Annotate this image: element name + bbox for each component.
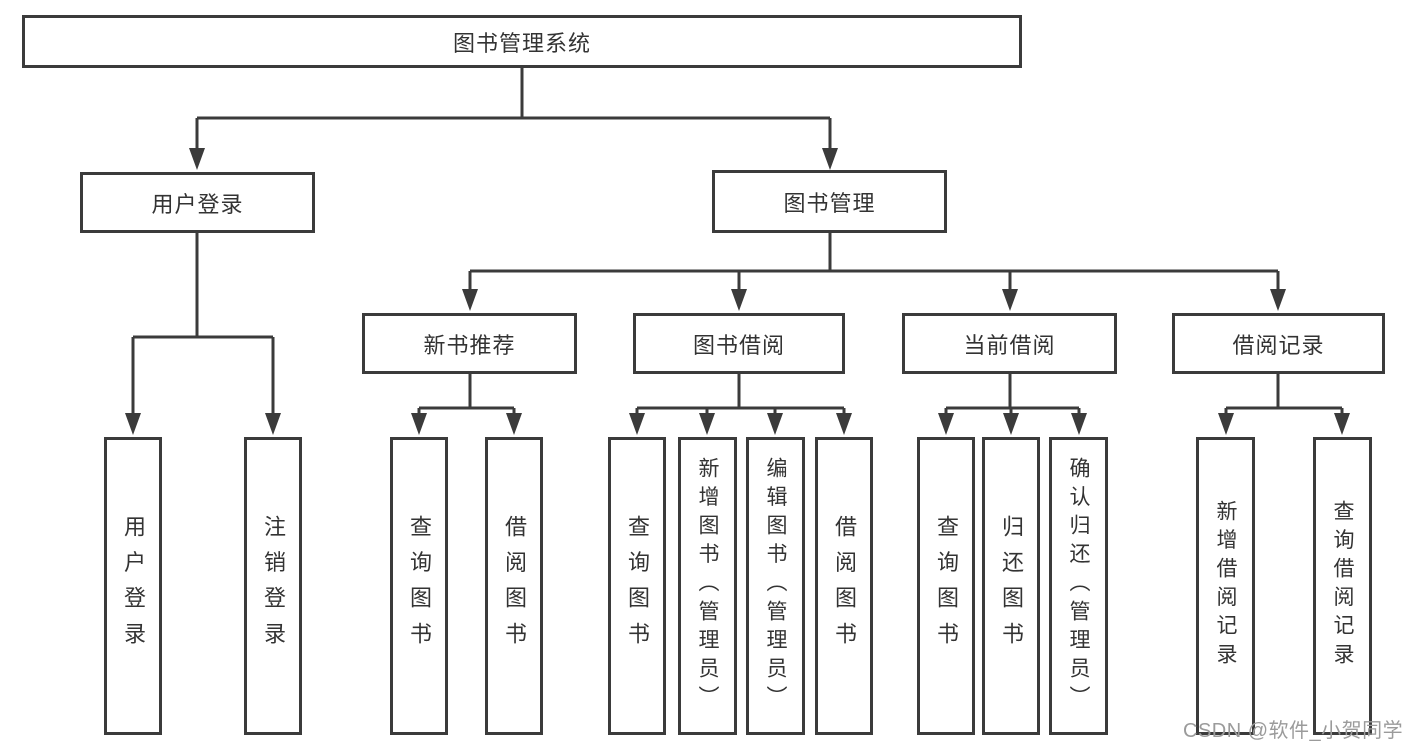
leaf-borrow-query-books: 查询图书: [608, 437, 666, 735]
node-current-borrow: 当前借阅: [902, 313, 1117, 374]
node-book-borrow-label: 图书借阅: [692, 332, 785, 358]
leaf-recommend-query-books: 查询图书: [390, 437, 448, 735]
leaf-recommend-borrow-books-label: 借阅图书: [502, 514, 527, 658]
leaf-return-books: 归还图书: [982, 437, 1040, 735]
node-current-borrow-label: 当前借阅: [963, 332, 1056, 358]
node-book-management-label: 图书管理: [783, 190, 876, 216]
leaf-borrow-books-label: 借阅图书: [832, 514, 857, 658]
leaf-edit-books-admin: 编辑图书（管理员）: [746, 437, 805, 735]
node-borrow-records-label: 借阅记录: [1232, 332, 1325, 358]
node-book-borrow: 图书借阅: [633, 313, 845, 374]
leaf-query-borrow-record: 查询借阅记录: [1313, 437, 1372, 735]
leaf-recommend-borrow-books: 借阅图书: [485, 437, 543, 735]
node-new-book-recommend-label: 新书推荐: [423, 332, 516, 358]
leaf-logout-label: 注销登录: [261, 514, 286, 658]
watermark: CSDN @软件_小贺同学: [1183, 720, 1404, 742]
node-borrow-records: 借阅记录: [1172, 313, 1385, 374]
leaf-current-query-books: 查询图书: [917, 437, 975, 735]
leaf-confirm-return-admin: 确认归还（管理员）: [1049, 437, 1108, 735]
node-new-book-recommend: 新书推荐: [362, 313, 577, 374]
leaf-edit-books-admin-label: 编辑图书（管理员）: [764, 457, 787, 715]
leaf-borrow-books: 借阅图书: [815, 437, 873, 735]
arrowheads: [125, 148, 1350, 435]
leaf-confirm-return-admin-label: 确认归还（管理员）: [1067, 457, 1090, 715]
tree-edges: [131, 68, 1344, 417]
node-library-system: 图书管理系统: [22, 15, 1022, 68]
node-book-management: 图书管理: [712, 170, 947, 233]
leaf-add-books-admin-label: 新增图书（管理员）: [696, 457, 719, 715]
leaf-current-query-books-label: 查询图书: [934, 514, 959, 658]
leaf-query-borrow-record-label: 查询借阅记录: [1331, 500, 1354, 672]
leaf-return-books-label: 归还图书: [999, 514, 1024, 658]
node-user-login-label: 用户登录: [151, 191, 244, 217]
leaf-recommend-query-books-label: 查询图书: [407, 514, 432, 658]
leaf-borrow-query-books-label: 查询图书: [625, 514, 650, 658]
leaf-user-login-label: 用户登录: [121, 514, 146, 658]
leaf-user-login: 用户登录: [104, 437, 162, 735]
node-library-system-label: 图书管理系统: [452, 30, 591, 56]
leaf-add-books-admin: 新增图书（管理员）: [678, 437, 737, 735]
node-user-login: 用户登录: [80, 172, 315, 233]
leaf-add-borrow-record-label: 新增借阅记录: [1214, 500, 1237, 672]
leaf-add-borrow-record: 新增借阅记录: [1196, 437, 1255, 735]
leaf-logout: 注销登录: [244, 437, 302, 735]
